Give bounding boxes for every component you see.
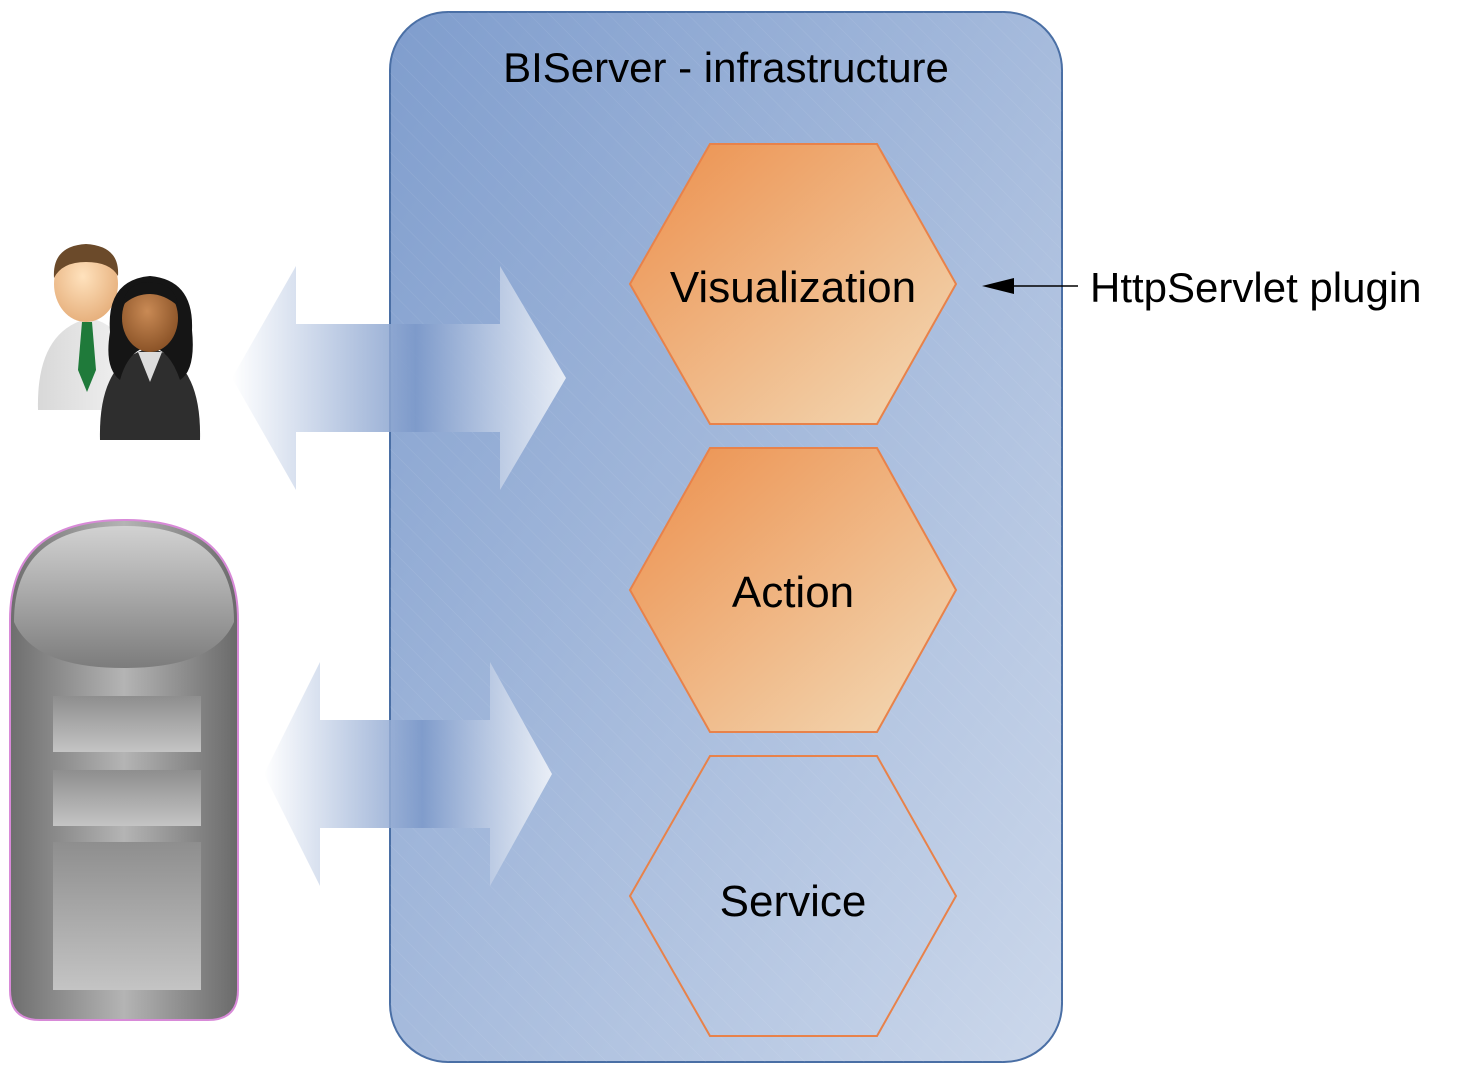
layer-action: Action bbox=[628, 447, 958, 733]
layer-service: Service bbox=[628, 755, 958, 1037]
annotation-label: HttpServlet plugin bbox=[1090, 264, 1422, 311]
layer-action-label: Action bbox=[732, 568, 854, 617]
layer-service-label: Service bbox=[720, 877, 867, 926]
server-tower-icon bbox=[9, 518, 239, 1021]
container-title: BIServer - infrastructure bbox=[503, 44, 949, 91]
users-icon bbox=[37, 244, 201, 440]
layer-visualization: Visualization bbox=[628, 143, 958, 425]
server-bay bbox=[53, 842, 201, 990]
httpservlet-annotation: HttpServlet plugin bbox=[982, 264, 1422, 311]
server-bay bbox=[53, 696, 201, 752]
layer-visualization-label: Visualization bbox=[670, 263, 916, 312]
server-bay bbox=[53, 770, 201, 826]
users-double-arrow bbox=[232, 266, 566, 490]
server-double-arrow bbox=[264, 662, 552, 886]
